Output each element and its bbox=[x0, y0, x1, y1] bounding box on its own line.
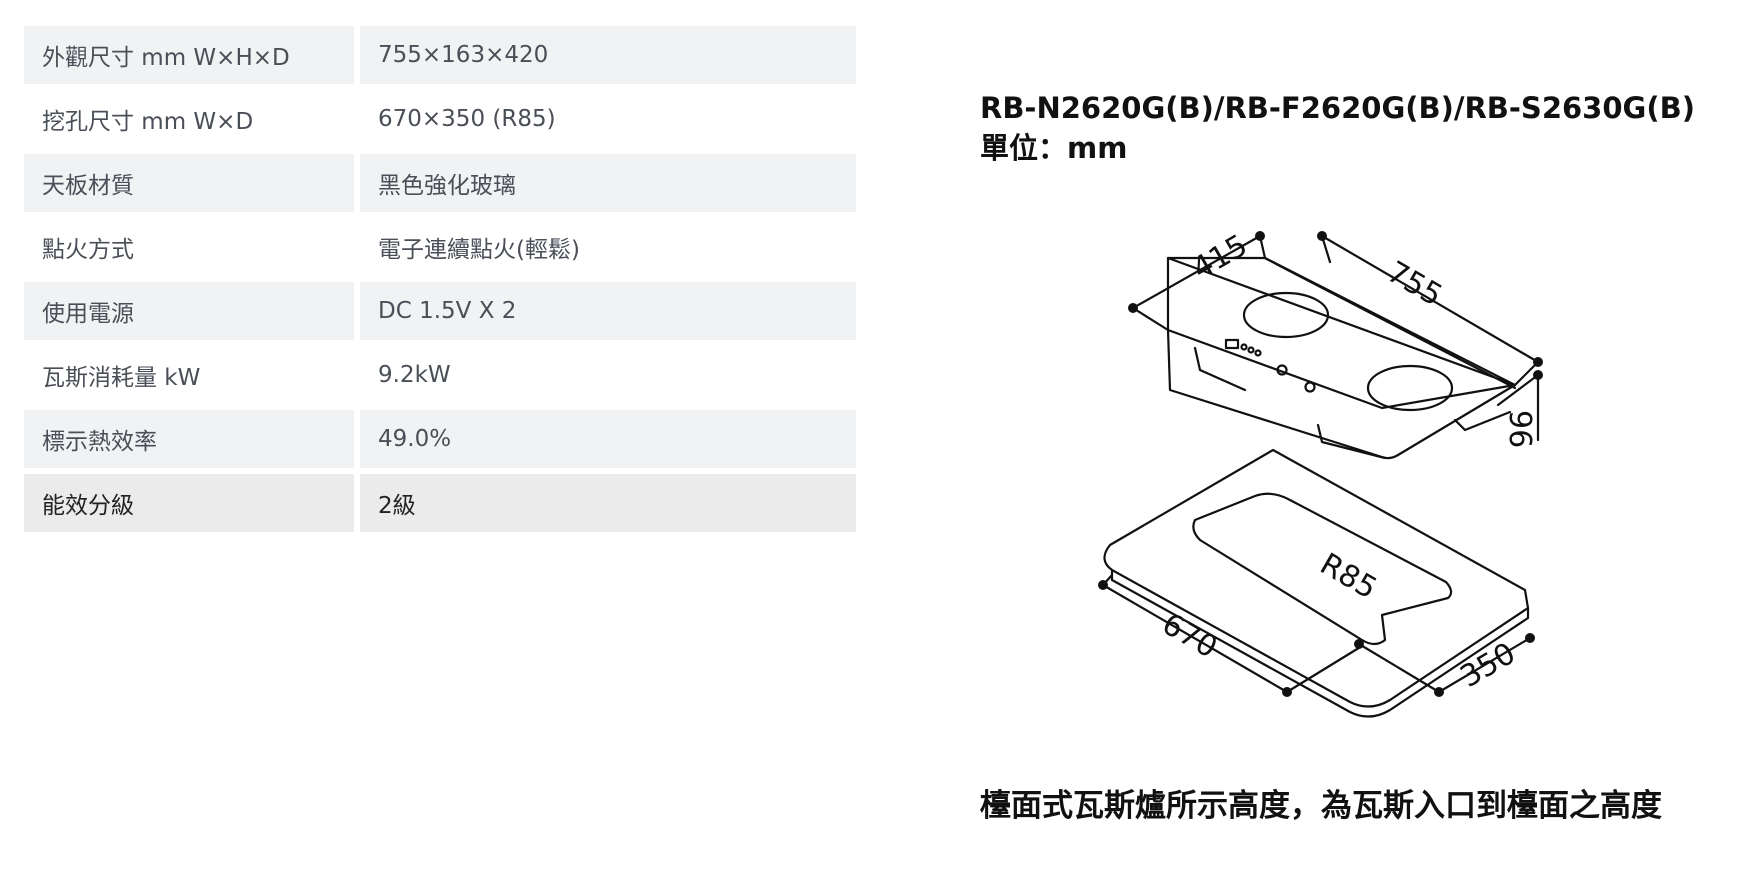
dim-cutout-depth-label: 350 bbox=[1455, 636, 1522, 695]
table-row: 點火方式 電子連續點火(輕鬆) bbox=[24, 218, 856, 276]
spec-value: 49.0% bbox=[360, 410, 856, 468]
dim-height-label: 96 bbox=[1502, 410, 1537, 448]
spec-value: DC 1.5V X 2 bbox=[360, 282, 856, 340]
spec-label: 天板材質 bbox=[24, 154, 354, 212]
countertop-illustration bbox=[1103, 448, 1530, 718]
table-row: 使用電源 DC 1.5V X 2 bbox=[24, 282, 856, 340]
diagram-caption: RB-N2620G(B)/RB-F2620G(B)/RB-S2630G(B) 單… bbox=[980, 88, 1695, 168]
table-row: 外觀尺寸 mm W×H×D 755×163×420 bbox=[24, 26, 856, 84]
spec-table: 外觀尺寸 mm W×H×D 755×163×420 挖孔尺寸 mm W×D 67… bbox=[18, 20, 862, 538]
spec-value: 黑色強化玻璃 bbox=[360, 154, 856, 212]
model-numbers: RB-N2620G(B)/RB-F2620G(B)/RB-S2630G(B) bbox=[980, 91, 1695, 125]
spec-label: 標示熱效率 bbox=[24, 410, 354, 468]
spec-value: 2級 bbox=[360, 474, 856, 532]
spec-value: 9.2kW bbox=[360, 346, 856, 404]
spec-label: 外觀尺寸 mm W×H×D bbox=[24, 26, 354, 84]
spec-label: 瓦斯消耗量 kW bbox=[24, 346, 354, 404]
spec-label: 使用電源 bbox=[24, 282, 354, 340]
dim-cutout-width-label: 670 bbox=[1156, 607, 1223, 666]
spec-value: 755×163×420 bbox=[360, 26, 856, 84]
table-row: 能效分級 2級 bbox=[24, 474, 856, 532]
table-row: 挖孔尺寸 mm W×D 670×350 (R85) bbox=[24, 90, 856, 148]
spec-value: 電子連續點火(輕鬆) bbox=[360, 218, 856, 276]
height-note: 檯面式瓦斯爐所示高度，為瓦斯入口到檯面之高度 bbox=[980, 788, 1662, 824]
table-row: 天板材質 黑色強化玻璃 bbox=[24, 154, 856, 212]
dim-radius-label: R85 bbox=[1314, 547, 1383, 607]
cooktop-illustration bbox=[1166, 256, 1517, 460]
unit-label: 單位：mm bbox=[980, 131, 1128, 165]
table-row: 瓦斯消耗量 kW 9.2kW bbox=[24, 346, 856, 404]
spec-value: 670×350 (R85) bbox=[360, 90, 856, 148]
spec-label: 能效分級 bbox=[24, 474, 354, 532]
spec-label: 挖孔尺寸 mm W×D bbox=[24, 90, 354, 148]
dimension-diagram: 415 755 96 R85 670 350 bbox=[1098, 228, 1543, 718]
table-row: 標示熱效率 49.0% bbox=[24, 410, 856, 468]
spec-label: 點火方式 bbox=[24, 218, 354, 276]
